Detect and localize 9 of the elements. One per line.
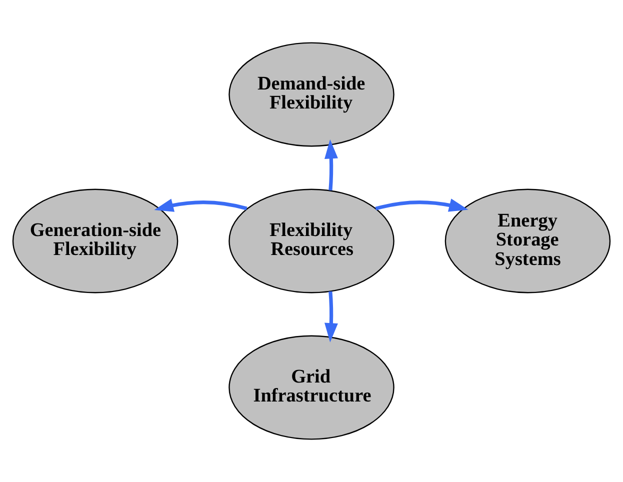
node-ellipse: Generation-side Flexibility [12,188,178,294]
arrow [154,198,248,212]
node-ellipse: Flexibility Resources [228,188,394,294]
node-ellipse: Demand-side Flexibility [228,42,394,147]
arrow [324,291,338,342]
node-ellipse: Grid Infrastructure [228,335,394,440]
arrow [375,198,468,212]
node-ellipse: Energy Storage Systems [444,188,611,294]
arrow [324,139,338,190]
